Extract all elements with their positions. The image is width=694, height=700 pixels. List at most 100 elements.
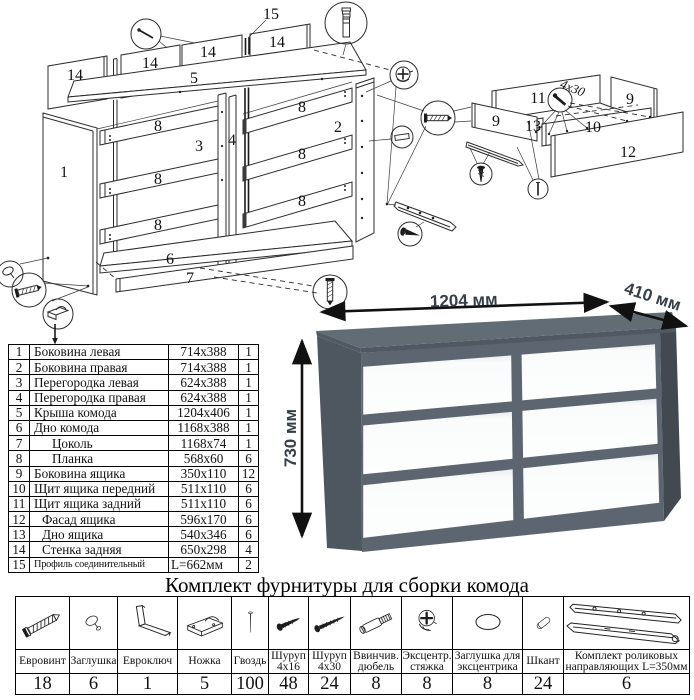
- hardware-name: Заглушка для эксцентрика: [452, 649, 523, 674]
- width-dimension-label: 1204 мм: [430, 290, 498, 311]
- part-number: 14: [8, 541, 30, 558]
- part-name: Боковина правая: [29, 359, 169, 376]
- hardware-name: Шкант: [522, 649, 564, 674]
- label-part-12: 12: [620, 144, 636, 161]
- label-part-8c: 8: [154, 217, 162, 234]
- drawer-facade: [550, 111, 684, 178]
- cap-icon: [69, 596, 118, 650]
- label-part-8e: 8: [298, 146, 306, 163]
- hardware-kit-title: Комплект фурнитуры для сборки комода: [164, 573, 529, 597]
- part-name: Перегородка правая: [29, 389, 169, 406]
- drawer-rail-part: [465, 141, 525, 167]
- part-qty: 12: [238, 465, 259, 482]
- hardware-name: Шуруп 4х16: [268, 649, 309, 674]
- nail-icon: [231, 596, 269, 650]
- part-size: 714x388: [168, 359, 239, 376]
- part-size: 624x388: [168, 389, 239, 406]
- part-number: 13: [8, 526, 30, 543]
- part-qty: 1: [238, 419, 259, 437]
- part-qty: 1: [238, 359, 259, 376]
- part-qty: 1: [238, 389, 259, 406]
- label-part-1: 1: [60, 164, 68, 181]
- hardware-name: Ввинчив. дюбель: [350, 649, 402, 674]
- euroscrew-leader-lines: [376, 94, 427, 204]
- part-number: 8: [8, 450, 30, 467]
- hardware-qty: 1: [117, 673, 178, 695]
- drawer-side-left: [471, 102, 538, 142]
- exploded-diagram: 1 2 3 4 5 6 7 8 8 8 8 8 8 9 9 10 11 12 1…: [0, 1, 684, 345]
- detail-cam-lock-circle: [365, 60, 419, 205]
- part-number: 2: [8, 359, 30, 376]
- part-size: 568x60: [168, 450, 239, 467]
- hardware-name: Заглушка: [69, 649, 118, 674]
- part-name: Фасад ящика: [29, 511, 169, 528]
- part-name: Перегородка левая: [29, 374, 169, 391]
- rails-right-column: [242, 87, 353, 229]
- drawer-front-r3c2: [523, 453, 660, 519]
- label-part-8b: 8: [154, 171, 162, 188]
- label-part-9a: 9: [492, 113, 500, 130]
- part-size: 350x110: [168, 465, 239, 482]
- dresser-right-side: [660, 327, 681, 521]
- part-qty: 1: [238, 343, 259, 361]
- label-part-14b: 14: [142, 55, 158, 72]
- hardware-name: Эксцентр. стяжка: [401, 649, 453, 674]
- part-name: Боковина ящика: [29, 465, 169, 482]
- label-part-13: 13: [525, 118, 541, 135]
- dresser-top-front-edge: [360, 327, 676, 353]
- part-name: Планка: [29, 450, 169, 467]
- dresser-top-left-edge: [316, 331, 361, 353]
- hardware-qty: 24: [308, 673, 351, 695]
- detail-screw-cabinet-circle: [397, 221, 423, 247]
- hardware-name: Евроключ: [117, 649, 178, 674]
- part-name: Дно ящика: [29, 526, 169, 543]
- label-part-7: 7: [186, 270, 194, 287]
- part-size: 1168x388: [168, 419, 239, 437]
- screw-long-icon: [308, 596, 351, 650]
- drawer-front-r2c1: [363, 411, 513, 475]
- part-name: Дно комода: [29, 419, 169, 437]
- part-number: 5: [8, 404, 30, 421]
- part-number: 7: [8, 435, 30, 452]
- drawer-front-r3c1: [363, 469, 514, 538]
- label-part-6: 6: [166, 251, 174, 268]
- hardware-name: Комплект роликовых направляющих L=350мм: [563, 649, 690, 674]
- detail-foot-circle: [42, 286, 89, 345]
- hardware-qty: 100: [231, 673, 269, 695]
- detail-nail-drawer-circle: [516, 120, 549, 200]
- width-dimension-arrow: [319, 292, 610, 322]
- detail-nail-circle: [130, 18, 196, 50]
- label-part-14a: 14: [67, 67, 83, 84]
- hardware-name: Ножка: [177, 649, 232, 674]
- part-number: 1: [8, 343, 30, 361]
- part-number: 3: [8, 374, 30, 391]
- dresser-3d-render: 1204 мм 410 мм 730 мм: [281, 280, 689, 552]
- label-part-9b: 9: [626, 91, 634, 108]
- part-size: 1168x74: [168, 435, 239, 452]
- part-size: 511x110: [168, 480, 239, 497]
- part-qty: 1: [238, 435, 259, 452]
- drawer-front-r2c2: [522, 398, 658, 458]
- hexkey-icon: [117, 596, 178, 650]
- part-qty: 6: [238, 526, 259, 543]
- detail-screw-4x30-circle: [534, 87, 652, 136]
- right-side-panel: [355, 77, 375, 243]
- part-size: 650x298: [168, 541, 239, 558]
- wood-dowel-icon: [522, 596, 564, 650]
- part-number: 4: [8, 389, 30, 406]
- part-name: Цоколь: [29, 435, 169, 452]
- part-qty: 6: [238, 511, 259, 528]
- drawer-exploded-view: [471, 74, 684, 178]
- part-qty: 6: [238, 480, 259, 497]
- hardware-qty: 48: [268, 673, 309, 695]
- label-part-4: 4: [228, 132, 236, 149]
- part-number: 10: [8, 480, 30, 497]
